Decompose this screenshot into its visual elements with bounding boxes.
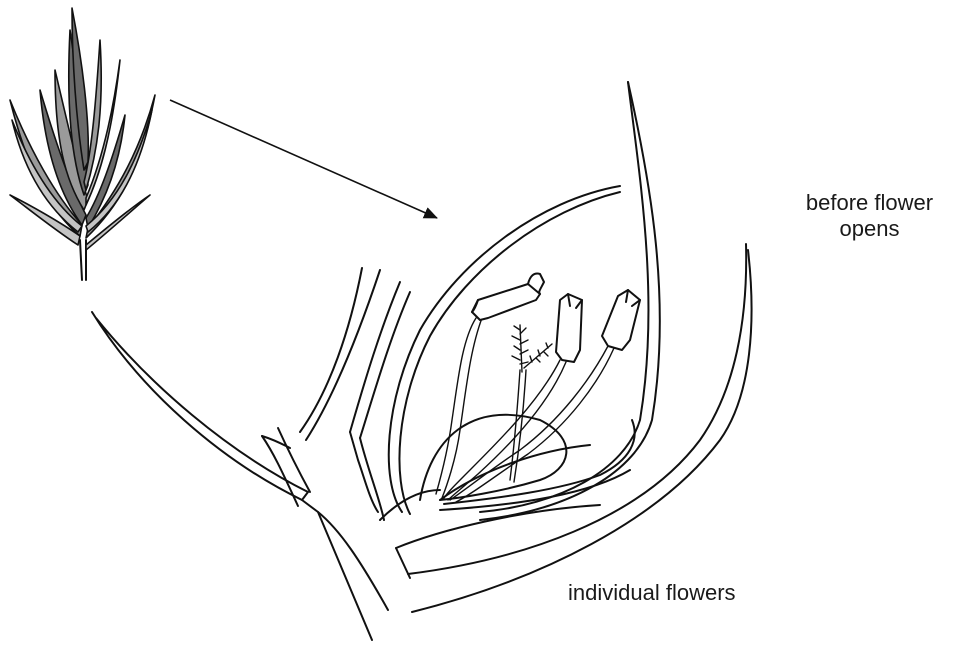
before-flower-opens-line1: before flower — [770, 190, 969, 216]
arrow — [170, 100, 437, 218]
individual-flower-drawing — [92, 82, 752, 640]
before-flower-opens-label: before flower opens — [770, 190, 969, 242]
stigma-icon — [512, 325, 552, 372]
anther-icon — [556, 294, 582, 362]
anther-icon — [602, 290, 640, 350]
individual-flowers-label: individual flowers — [568, 580, 736, 606]
grass-spikelet-icon — [10, 8, 155, 280]
before-flower-opens-line2: opens — [770, 216, 969, 242]
anther-icon — [472, 273, 544, 320]
